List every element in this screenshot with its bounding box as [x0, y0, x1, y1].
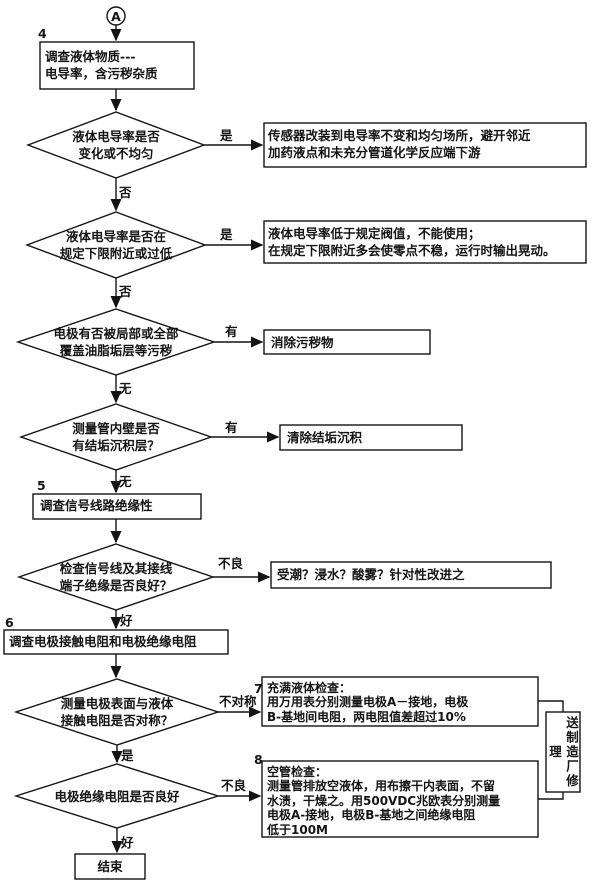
process-box-investigate-liquid [39, 41, 195, 90]
action-moisture-fix-label: 受潮？浸水？酸雾？针对性改进之 [277, 567, 465, 582]
decision-electrode-covered-label: 电极有否被局部或全部 覆盖油脂垢层等污秽 [53, 326, 179, 358]
action-conductivity-notice-label: 液体电导率低于规定阀值，不能使用； 在规定下限附近多会使零点不稳，运行时输出晃动… [268, 226, 556, 258]
action-box-remove-scale [279, 424, 463, 451]
step-number-4: 4 [38, 26, 47, 41]
decision-conductivity-low-label: 液体电导率是否在 规定下限附近或过低 [59, 229, 173, 261]
edge-label-has-1: 有 [225, 324, 238, 339]
edge-label-no-1: 否 [119, 185, 132, 200]
flow-connectors [110, 25, 564, 854]
edge-label-none-2: 无 [119, 474, 132, 489]
process-investigate-liquid-label: 调查液体物质--- 电导率，含污秽杂质 [45, 49, 158, 81]
edge-label-yes-3: 是 [121, 748, 134, 763]
edge-label-good-2: 好 [121, 835, 134, 850]
decision-contact-symmetric-label: 测量电极表面与液体 接触电阻是否对称？ [60, 696, 174, 728]
action-remove-scale-label: 清除结垢沉积 [287, 430, 363, 445]
process-check-electrode-label: 调查电极接触电阻和电极绝缘电阻 [9, 634, 197, 649]
edge-label-bad-2: 不良 [221, 778, 247, 793]
process-box-check-signal [32, 493, 202, 520]
action-box-conductivity-notice [263, 220, 587, 264]
flow-line-box8-to-repair [538, 792, 564, 800]
step-number-6: 6 [5, 615, 14, 630]
step-number-5: 5 [37, 478, 46, 493]
step-number-7: 7 [254, 681, 263, 696]
edge-label-no-2: 否 [119, 284, 132, 299]
start-connector-label: A [111, 8, 121, 24]
decision-insulation-good-label: 电极绝缘电阻是否良好 [54, 788, 180, 804]
edge-label-good-1: 好 [120, 613, 133, 628]
process-check-signal-label: 调查信号线路绝缘性 [40, 498, 153, 513]
send-repair-label: 送制造厂修理 [547, 715, 579, 789]
action-box-relocate-sensor [263, 122, 587, 168]
step-number-8: 8 [254, 752, 263, 767]
terminal-end-label: 结束 [97, 859, 123, 874]
flow-line-box7-to-repair [538, 700, 564, 712]
action-box-remove-fouling [263, 329, 431, 355]
decision-tube-scaling-label: 测量管内壁是否 有结垢沉积层？ [72, 421, 160, 453]
decision-conductivity-change-label: 液体电导率是否 变化或不均匀 [72, 129, 160, 161]
action-empty-pipe-check-label: 空管检查： 测量管排放空液体，用布擦干内表面，不留 水渍，干燥之。用500VDC… [267, 765, 501, 837]
action-relocate-sensor-label: 传感器改装到电导率不变和均匀场所，避开邻近 加药液点和未充分管道化学反应端下游 [268, 128, 531, 160]
edge-label-none-1: 无 [119, 381, 132, 396]
edge-label-has-2: 有 [225, 420, 238, 435]
edge-label-asymmetric: 不对称 [219, 694, 257, 709]
edge-label-yes-2: 是 [220, 227, 233, 242]
decision-signal-insulation-label: 检查信号线及其接线 端子绝缘是否良好？ [59, 561, 173, 593]
terminal-box-end [74, 853, 146, 880]
action-box-moisture-fix [270, 561, 552, 589]
action-remove-fouling-label: 消除污秽物 [271, 335, 334, 350]
edge-label-yes-1: 是 [220, 128, 233, 143]
action-full-pipe-check-label: 充满液体检查： 用万用表分别测量电极A－接地，电极 B-基地间电阻，两电阻值差超… [267, 681, 469, 724]
edge-label-bad-1: 不良 [218, 556, 244, 571]
